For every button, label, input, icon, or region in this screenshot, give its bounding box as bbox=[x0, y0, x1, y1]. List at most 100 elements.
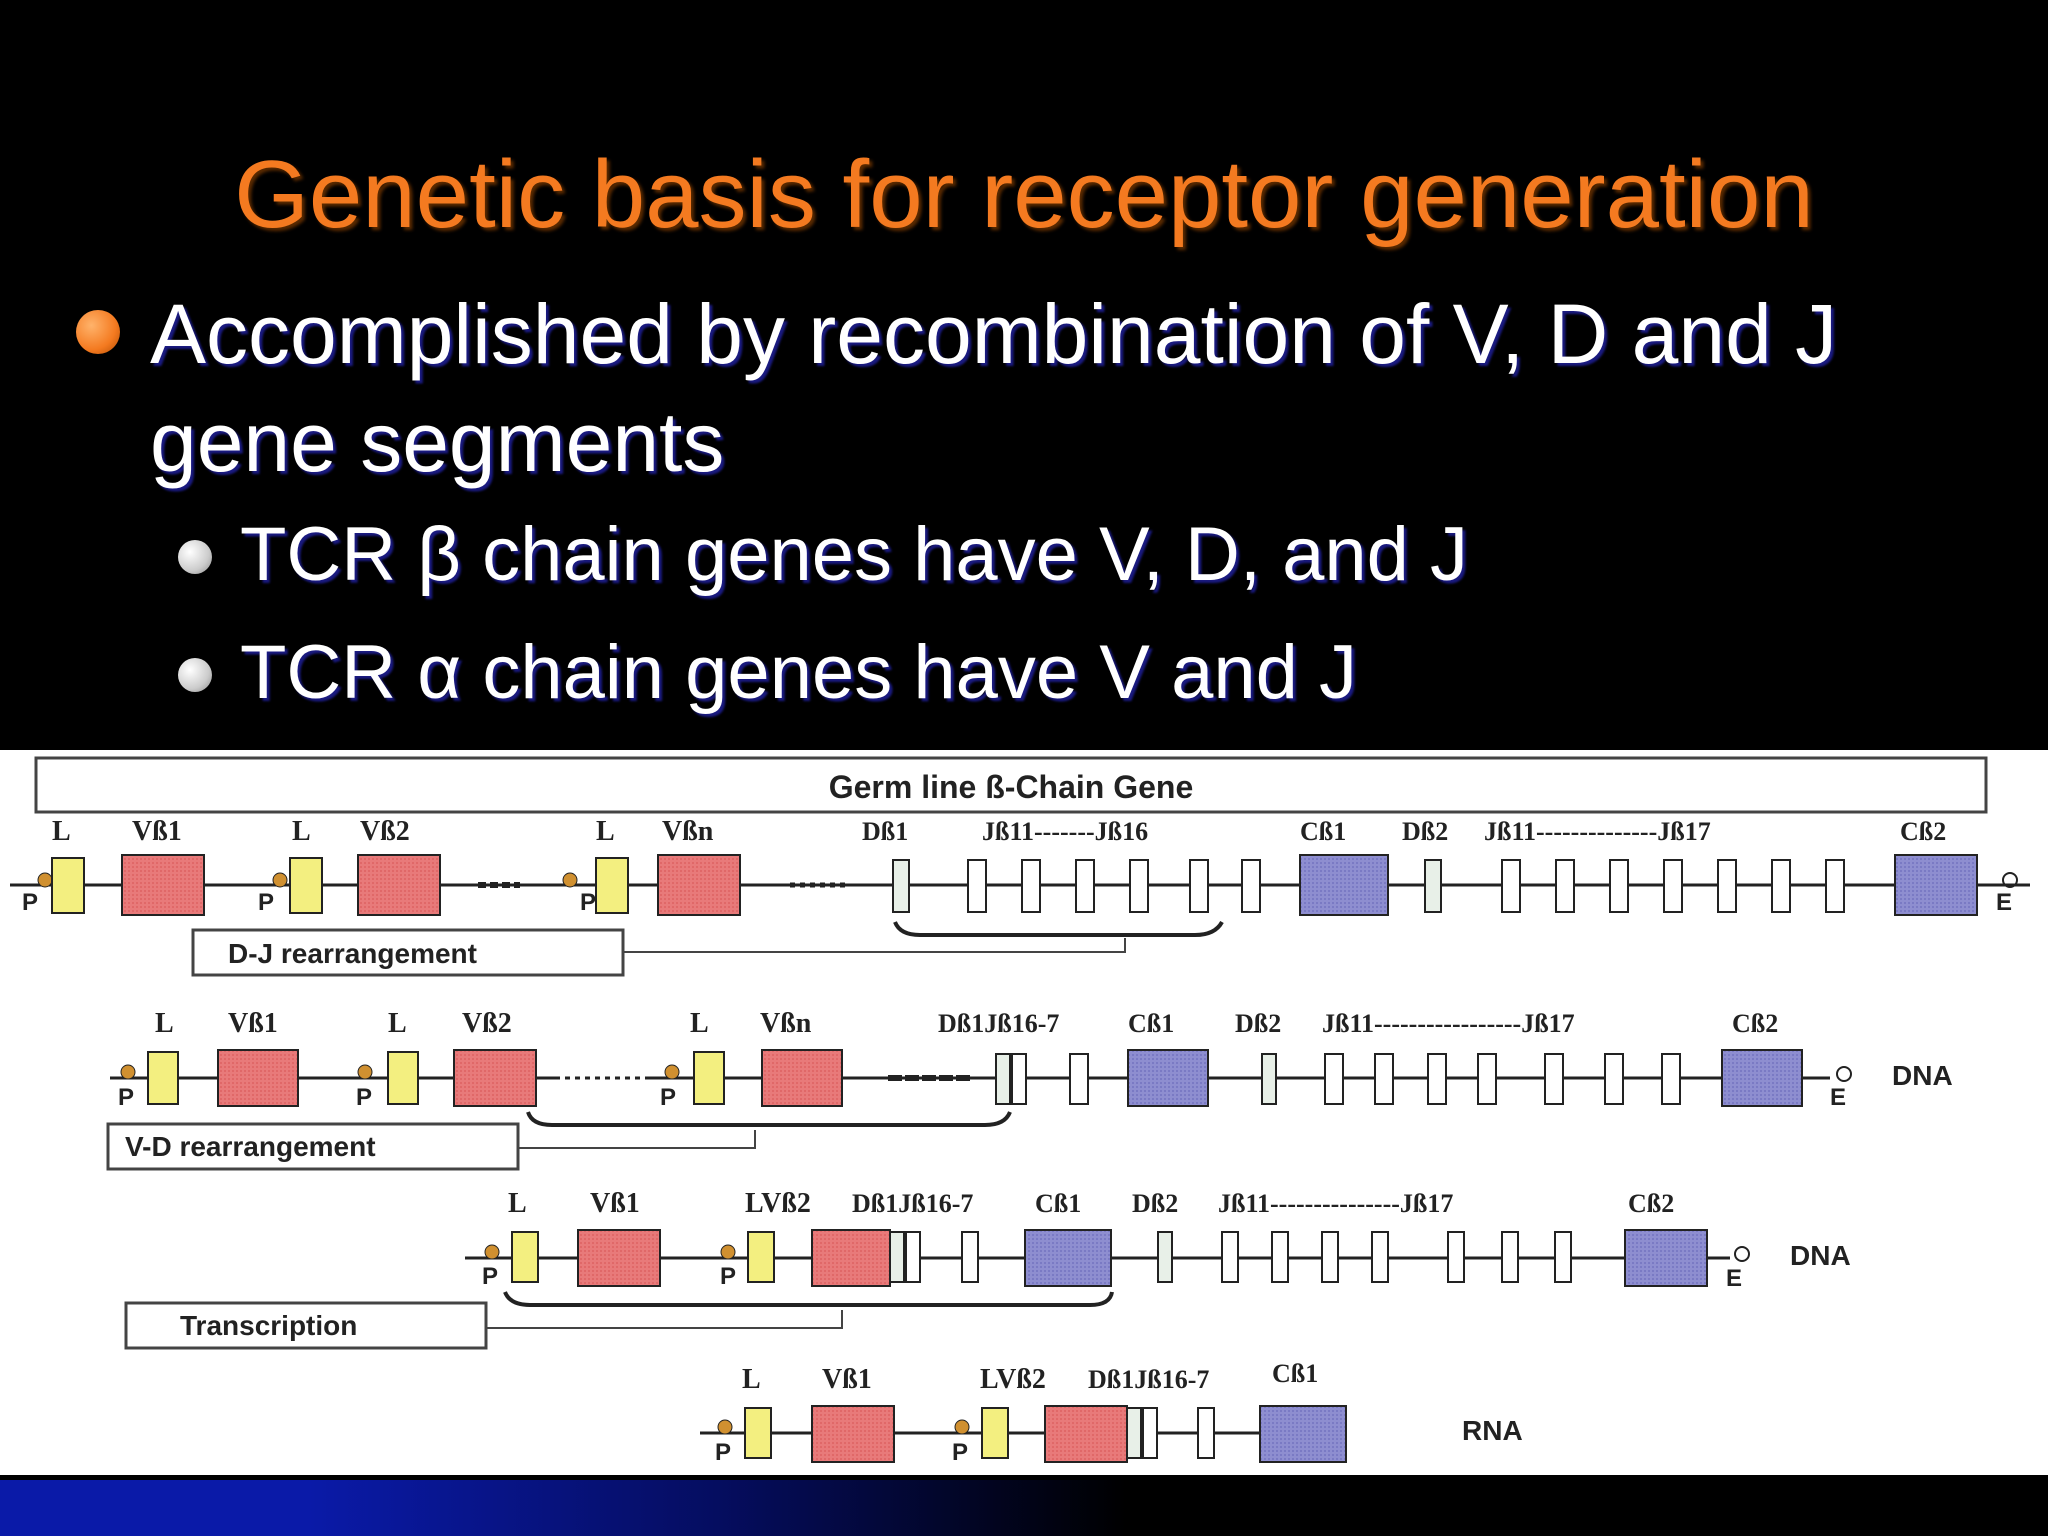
d-segment bbox=[1261, 1053, 1277, 1105]
segment-label: P bbox=[22, 889, 38, 916]
segment-label: Vß1 bbox=[822, 1364, 872, 1395]
j-segment bbox=[1011, 1053, 1027, 1105]
segment-label: Cß1 bbox=[1035, 1189, 1081, 1218]
svg-text:P: P bbox=[660, 1084, 676, 1111]
segment-label: Vß2 bbox=[360, 816, 410, 847]
sub-bullet-alpha: TCR α chain genes have V and J bbox=[240, 630, 1357, 715]
j-segment bbox=[1825, 859, 1845, 913]
j-segment bbox=[1021, 859, 1041, 913]
segment-label: P bbox=[258, 889, 274, 916]
segment-label: Cß2 bbox=[1900, 817, 1946, 846]
svg-text:E: E bbox=[1726, 1265, 1742, 1292]
segment-label: E bbox=[1996, 889, 2012, 916]
leader-segment bbox=[147, 1051, 179, 1105]
main-bullet-line2: gene segments bbox=[150, 395, 725, 489]
promoter-icon: P bbox=[258, 872, 288, 916]
segment-label: Jß11-----------------Jß17 bbox=[1322, 1009, 1575, 1038]
j-segment bbox=[1663, 859, 1683, 913]
j-segment bbox=[1271, 1231, 1289, 1283]
c-segment bbox=[1024, 1229, 1112, 1287]
leader-segment bbox=[693, 1051, 725, 1105]
j-segment bbox=[1075, 859, 1095, 913]
j-segment bbox=[1324, 1053, 1344, 1105]
segment-label: L bbox=[292, 816, 311, 847]
transcription-box bbox=[124, 1301, 488, 1350]
segment-label: Vßn bbox=[760, 1008, 812, 1039]
promoter-icon: P bbox=[356, 1064, 373, 1111]
dj-segment bbox=[995, 1053, 1011, 1105]
c-segment bbox=[1894, 854, 1978, 916]
v-segment bbox=[453, 1049, 537, 1107]
segment-label: L bbox=[508, 1188, 527, 1219]
svg-text:P: P bbox=[356, 1084, 372, 1111]
v-segment bbox=[811, 1405, 895, 1463]
transcription-label: Transcription bbox=[180, 1310, 357, 1341]
d-segment bbox=[1157, 1231, 1173, 1283]
j-segment bbox=[1501, 1231, 1519, 1283]
j-segment bbox=[1241, 859, 1261, 913]
c-segment bbox=[1259, 1405, 1347, 1463]
segment-label: Jß11--------------Jß17 bbox=[1484, 817, 1711, 846]
j-segment bbox=[1197, 1407, 1215, 1459]
d-segment bbox=[892, 859, 910, 913]
j-segment bbox=[1069, 1053, 1089, 1105]
leader-segment bbox=[289, 857, 323, 914]
svg-text:P: P bbox=[952, 1439, 968, 1466]
segment-label: Dß1Jß16-7 bbox=[938, 1009, 1059, 1038]
promoter-icon: P bbox=[660, 1064, 680, 1111]
promoter-icon: P bbox=[118, 1064, 136, 1111]
leader-segment bbox=[744, 1407, 772, 1459]
promoter-icon: P bbox=[952, 1419, 970, 1466]
dj-segment bbox=[889, 1231, 905, 1283]
c-segment bbox=[1721, 1049, 1803, 1107]
j-segment bbox=[1555, 859, 1575, 913]
c-segment bbox=[1624, 1229, 1708, 1287]
segment-label: L bbox=[742, 1364, 761, 1395]
j-segment bbox=[1374, 1053, 1394, 1105]
segment-label: Dß2 bbox=[1235, 1009, 1281, 1038]
j-segment bbox=[1129, 859, 1149, 913]
svg-text:P: P bbox=[715, 1439, 731, 1466]
promoter-icon: P bbox=[715, 1419, 733, 1466]
enhancer-icon: E bbox=[1996, 872, 2018, 916]
segment-label: Vßn bbox=[662, 816, 714, 847]
segment-label: Cß1 bbox=[1128, 1009, 1174, 1038]
j-segment bbox=[1661, 1053, 1681, 1105]
leader-segment bbox=[981, 1407, 1009, 1459]
segment-label: Dß2 bbox=[1402, 817, 1448, 846]
segment-label: Jß11---------------Jß17 bbox=[1218, 1189, 1453, 1218]
segment-label: Dß1Jß16-7 bbox=[852, 1189, 973, 1218]
j-segment bbox=[1477, 1053, 1497, 1105]
segment-label: Dß1Jß16-7 bbox=[1088, 1365, 1209, 1394]
v-segment bbox=[761, 1049, 843, 1107]
leader-segment bbox=[51, 857, 85, 914]
segment-label: Cß2 bbox=[1732, 1009, 1778, 1038]
enhancer-icon: E bbox=[1726, 1246, 1750, 1292]
j-segment bbox=[1544, 1053, 1564, 1105]
j-segment bbox=[1717, 859, 1737, 913]
segment-label: Dß2 bbox=[1132, 1189, 1178, 1218]
segment-label: Cß1 bbox=[1272, 1359, 1318, 1388]
d-segment bbox=[1424, 859, 1442, 913]
row4-rna: P P L Vß1 LVß2 Dß1Jß16-7 Cß1 RNA bbox=[700, 1359, 1523, 1466]
promoter-icon: P bbox=[562, 872, 596, 916]
sub-bullet-dot bbox=[178, 658, 212, 692]
v-segment bbox=[1044, 1405, 1128, 1463]
j-segment bbox=[1604, 1053, 1624, 1105]
segment-label: L bbox=[690, 1008, 709, 1039]
leader-segment bbox=[595, 857, 629, 914]
dj-segment bbox=[1126, 1407, 1142, 1459]
beta-chain-diagram: Germ line ß-Chain Gene P P P E L bbox=[0, 750, 2048, 1475]
enhancer-icon: E bbox=[1830, 1066, 1852, 1111]
main-bullet-line1: Accomplished by recombination of V, D an… bbox=[150, 287, 1838, 381]
segment-label: L bbox=[155, 1008, 174, 1039]
promoter-icon: P bbox=[22, 872, 53, 916]
v-segment bbox=[121, 854, 205, 916]
segment-label: LVß2 bbox=[745, 1188, 811, 1219]
row2-dna: P P P E L Vß1 L Vß2 L Vßn Dß1Jß16-7 Cß1 … bbox=[110, 1008, 1953, 1127]
c-segment bbox=[1299, 854, 1389, 916]
leader-segment bbox=[747, 1231, 775, 1283]
j-segment bbox=[1371, 1231, 1389, 1283]
j-segment bbox=[1427, 1053, 1447, 1105]
segment-label: Vß1 bbox=[132, 816, 182, 847]
